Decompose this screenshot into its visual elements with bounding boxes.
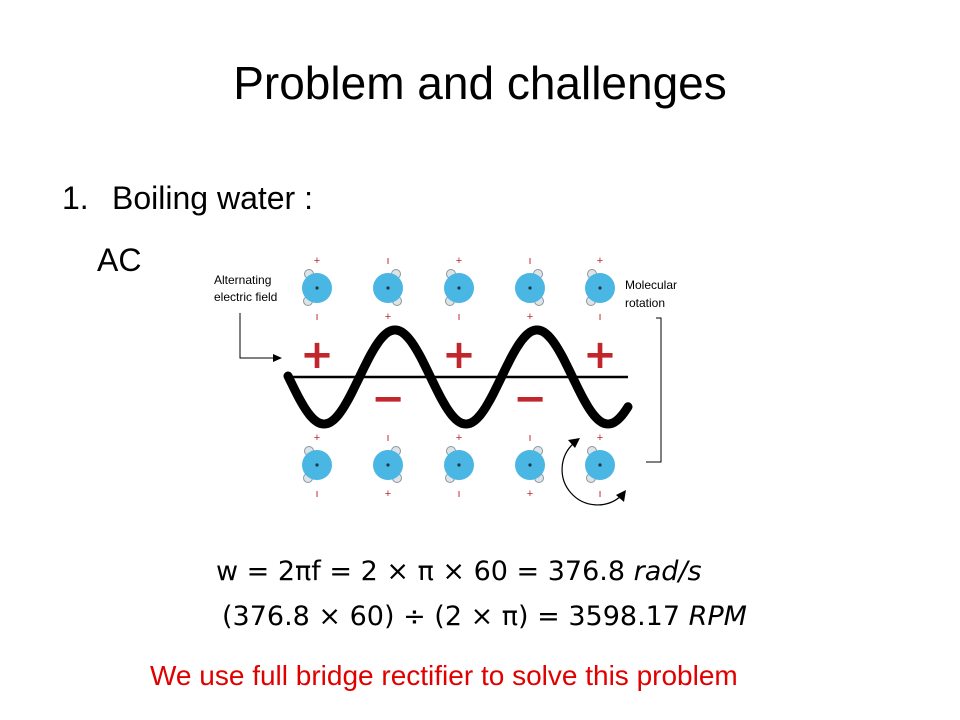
equation-2-unit: RPM bbox=[688, 601, 747, 632]
microwave-diagram: Alternating electric field Molecular rot… bbox=[214, 255, 677, 506]
water-molecule-top-2: ı+ bbox=[373, 255, 403, 323]
water-molecule-top-4: ı+ bbox=[515, 255, 545, 323]
rotation-arrowhead-top bbox=[568, 438, 580, 448]
bullet-text: Boiling water : bbox=[112, 180, 313, 216]
equation-1-unit: rad/s bbox=[633, 556, 702, 587]
minus-sign-1: − bbox=[371, 376, 405, 422]
water-molecule-top-3: +ı bbox=[444, 255, 474, 323]
left-pointer-arrowhead bbox=[273, 354, 282, 362]
equation-rpm: (376.8 × 60) ÷ (2 × π) = 3598.17 RPM bbox=[222, 601, 747, 632]
plus-sign-3: + bbox=[583, 332, 617, 378]
field-signs: +++−− bbox=[300, 332, 617, 422]
equation-2-body: (376.8 × 60) ÷ (2 × π) = 3598.17 bbox=[222, 601, 681, 632]
molecule-rows: +ıı++ıı++ı+ıı++ıı++ı bbox=[302, 255, 615, 500]
svg-text:+: + bbox=[314, 255, 320, 267]
label-right-line1: Molecular bbox=[625, 278, 677, 292]
svg-text:+: + bbox=[527, 488, 533, 500]
svg-text:+: + bbox=[385, 488, 391, 500]
rotation-arrowhead-bottom bbox=[616, 490, 626, 502]
sub-item: AC bbox=[97, 242, 142, 278]
equation-1-body: w = 2πf = 2 × π × 60 = 376.8 bbox=[216, 556, 626, 587]
conclusion-text: We use full bridge rectifier to solve th… bbox=[150, 660, 738, 691]
right-pointer-line bbox=[646, 317, 662, 463]
svg-text:ı: ı bbox=[457, 311, 460, 323]
water-molecule-bottom-5: +ı bbox=[585, 432, 615, 500]
svg-text:+: + bbox=[314, 432, 320, 444]
svg-text:+: + bbox=[527, 311, 533, 323]
sine-wave bbox=[283, 325, 633, 429]
label-right-line2: rotation bbox=[625, 296, 665, 310]
plus-sign-1: + bbox=[300, 332, 334, 378]
svg-text:ı: ı bbox=[598, 488, 601, 500]
minus-sign-2: − bbox=[513, 376, 547, 422]
svg-text:ı: ı bbox=[386, 432, 389, 444]
water-molecule-top-1: +ı bbox=[302, 255, 332, 323]
water-molecule-bottom-1: +ı bbox=[302, 432, 332, 500]
svg-text:+: + bbox=[597, 432, 603, 444]
svg-text:+: + bbox=[385, 311, 391, 323]
svg-text:ı: ı bbox=[528, 255, 531, 267]
water-molecule-top-5: +ı bbox=[585, 255, 615, 323]
svg-text:+: + bbox=[597, 255, 603, 267]
slide-title: Problem and challenges bbox=[233, 57, 727, 109]
svg-text:ı: ı bbox=[528, 432, 531, 444]
water-molecule-bottom-3: +ı bbox=[444, 432, 474, 500]
water-molecule-bottom-4: ı+ bbox=[515, 432, 545, 500]
rotation-arrow bbox=[561, 442, 622, 506]
svg-text:ı: ı bbox=[598, 311, 601, 323]
water-molecule-bottom-2: ı+ bbox=[373, 432, 403, 500]
equation-angular-velocity: w = 2πf = 2 × π × 60 = 376.8 rad/s bbox=[216, 556, 702, 587]
svg-text:ı: ı bbox=[315, 488, 318, 500]
bullet-number: 1. bbox=[62, 180, 89, 216]
svg-text:ı: ı bbox=[457, 488, 460, 500]
plus-sign-2: + bbox=[442, 332, 476, 378]
svg-text:+: + bbox=[456, 432, 462, 444]
svg-text:ı: ı bbox=[315, 311, 318, 323]
bullet-item: 1. Boiling water : bbox=[62, 180, 313, 217]
svg-text:+: + bbox=[456, 255, 462, 267]
label-left-line1: Alternating bbox=[214, 273, 271, 287]
left-pointer-line bbox=[239, 313, 274, 359]
label-left-line2: electric field bbox=[214, 290, 277, 304]
svg-text:ı: ı bbox=[386, 255, 389, 267]
